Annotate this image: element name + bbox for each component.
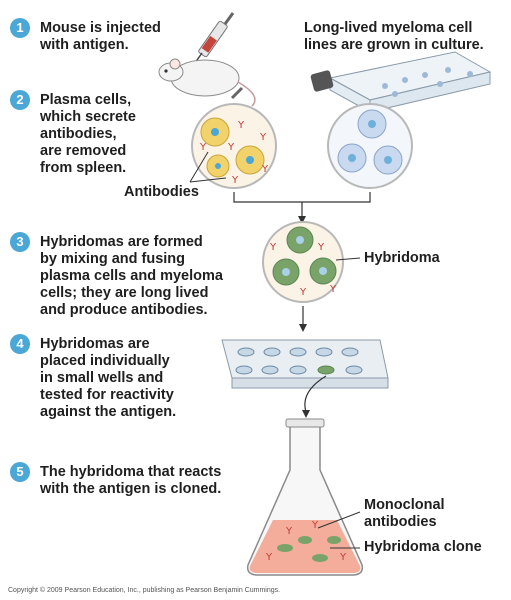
step-5-line: with the antigen is cloned.: [40, 481, 222, 497]
step-4-line: tested for reactivity: [40, 387, 174, 403]
svg-text:Y: Y: [261, 164, 269, 175]
syringe-icon: [189, 12, 235, 71]
step-1-text: Mouse is injected with antigen.: [40, 20, 161, 54]
step-1-line: with antigen.: [40, 37, 129, 53]
hybridoma-clone-label: Hybridoma clone: [364, 539, 482, 555]
svg-text:Y: Y: [265, 552, 273, 563]
well-plate: [221, 339, 389, 389]
step-5-line: The hybridoma that reacts: [40, 464, 222, 480]
step-5-badge: 5: [10, 462, 30, 482]
step-3-text: Hybridomas are formed by mixing and fusi…: [40, 234, 223, 319]
step-3-line: plasma cells and myeloma: [40, 268, 223, 284]
step-2-line: Plasma cells,: [40, 92, 132, 108]
svg-text:Y: Y: [227, 142, 235, 153]
step-4-line: in small wells and: [40, 370, 164, 386]
mouse-icon: [158, 58, 256, 107]
svg-text:Y: Y: [299, 287, 307, 298]
erlenmeyer-flask: Y Y Y Y: [246, 418, 364, 576]
step-3-line: and produce antibodies.: [40, 302, 208, 318]
step-4-line: Hybridomas are: [40, 336, 150, 352]
step-5-text: The hybridoma that reacts with the antig…: [40, 464, 221, 498]
svg-text:Y: Y: [285, 526, 293, 537]
step-3-line: by mixing and fusing: [40, 251, 186, 267]
myeloma-label-line: Long-lived myeloma cell: [304, 20, 473, 36]
step-2-line: which secrete: [40, 109, 136, 125]
svg-text:Y: Y: [329, 284, 337, 295]
plasma-cell-dish: Y Y Y Y Y Y: [191, 86, 277, 189]
svg-text:Y: Y: [259, 132, 267, 143]
svg-text:Y: Y: [231, 175, 239, 186]
step-2-line: are removed: [40, 143, 127, 159]
hybridoma-label: Hybridoma: [364, 250, 440, 266]
step-2-line: from spleen.: [40, 160, 127, 176]
myeloma-label: Long-lived myeloma cell lines are grown …: [304, 20, 484, 54]
svg-text:Y: Y: [237, 120, 245, 131]
step-2-text: Plasma cells, which secrete antibodies, …: [40, 92, 136, 177]
antibodies-label: Antibodies: [124, 184, 199, 200]
step-3-badge: 3: [10, 232, 30, 252]
myeloma-label-line: lines are grown in culture.: [304, 37, 484, 53]
svg-text:Y: Y: [311, 520, 319, 531]
myeloma-cell-dish: [327, 103, 413, 189]
step-4-line: against the antigen.: [40, 404, 177, 420]
monoclonal-antibodies-label: Monoclonal antibodies: [364, 497, 445, 531]
monoclonal-label-line: antibodies: [364, 514, 437, 530]
step-4-text: Hybridomas are placed individually in sm…: [40, 336, 176, 421]
hybridoma-dish: Y Y Y Y: [262, 221, 344, 303]
step-1-badge: 1: [10, 18, 30, 38]
step-2-badge: 2: [10, 90, 30, 110]
svg-text:Y: Y: [199, 142, 207, 153]
svg-text:Y: Y: [269, 242, 277, 253]
step-3-line: cells; they are long lived: [40, 285, 209, 301]
svg-text:Y: Y: [317, 242, 325, 253]
step-1-line: Mouse is injected: [40, 20, 161, 36]
monoclonal-label-line: Monoclonal: [364, 497, 445, 513]
svg-text:Y: Y: [339, 552, 347, 563]
copyright-notice: Copyright © 2009 Pearson Education, Inc.…: [8, 587, 281, 594]
step-4-line: placed individually: [40, 353, 170, 369]
step-3-line: Hybridomas are formed: [40, 234, 203, 250]
culture-flask-icon: [310, 51, 492, 113]
step-4-badge: 4: [10, 334, 30, 354]
step-2-line: antibodies,: [40, 126, 117, 142]
